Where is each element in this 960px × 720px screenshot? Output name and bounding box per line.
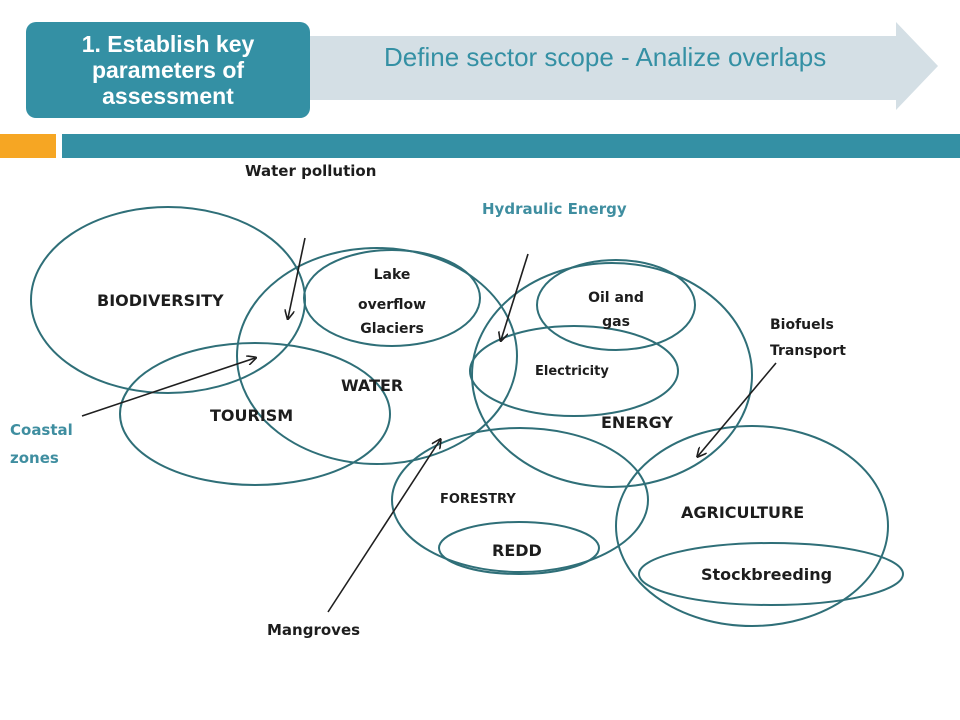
coastal-zones-annotation: Coastal zones bbox=[10, 416, 73, 472]
lake-label-line-1: Lake bbox=[373, 267, 411, 283]
mangroves-arrow bbox=[327, 440, 440, 613]
lake-label-line-3: Glaciers bbox=[360, 321, 424, 337]
lake-circle bbox=[303, 249, 481, 347]
tourism-circle bbox=[119, 342, 391, 486]
hydraulic-energy-annotation: Hydraulic Energy bbox=[482, 200, 627, 218]
water-pollution-annotation: Water pollution bbox=[245, 162, 377, 180]
biofuels-annotation: Biofuels Transport bbox=[770, 312, 846, 364]
water-label: WATER bbox=[341, 376, 404, 395]
stockbreeding-label: Stockbreeding bbox=[701, 565, 833, 584]
forestry-circle bbox=[391, 427, 649, 573]
forestry-label: FORESTRY bbox=[440, 492, 516, 507]
step-box: 1. Establish key parameters of assessmen… bbox=[26, 22, 310, 118]
agriculture-circle bbox=[615, 425, 889, 627]
header-arrow-banner bbox=[300, 22, 938, 110]
accent-bar-orange bbox=[0, 134, 56, 158]
oil-gas-label-line-1: Oil and bbox=[588, 290, 644, 306]
biofuels-arrow bbox=[698, 362, 777, 456]
biofuels-line-2: Transport bbox=[770, 343, 846, 359]
biofuels-line-1: Biofuels bbox=[770, 317, 834, 333]
oil-gas-circle bbox=[536, 259, 696, 351]
electricity-circle bbox=[469, 325, 679, 417]
lake-label: Lake overflow Glaciers bbox=[342, 260, 442, 344]
energy-label: ENERGY bbox=[601, 413, 673, 432]
step-label: 1. Establish key parameters of assessmen… bbox=[81, 31, 255, 109]
coastal-zones-line-2: zones bbox=[10, 449, 59, 467]
oil-gas-label: Oil and gas bbox=[566, 286, 666, 334]
energy-circle bbox=[471, 262, 753, 488]
coastal-zones-arrow bbox=[81, 358, 255, 417]
redd-circle bbox=[438, 521, 600, 575]
lake-label-line-2: overflow bbox=[357, 297, 427, 313]
banner-arrow-shape bbox=[300, 22, 938, 110]
banner-title: Define sector scope - Analize overlaps bbox=[384, 42, 827, 72]
redd-label: REDD bbox=[492, 541, 542, 560]
water-pollution-arrow bbox=[288, 237, 306, 318]
mangroves-annotation: Mangroves bbox=[267, 621, 361, 639]
stockbreeding-circle bbox=[638, 542, 904, 606]
coastal-zones-line-1: Coastal bbox=[10, 421, 73, 439]
electricity-label: Electricity bbox=[535, 364, 609, 379]
accent-bar-teal bbox=[62, 134, 960, 158]
biodiversity-label: BIODIVERSITY bbox=[97, 291, 224, 310]
agriculture-label: AGRICULTURE bbox=[681, 503, 805, 522]
hydraulic-energy-arrow bbox=[501, 253, 529, 340]
tourism-label: TOURISM bbox=[210, 406, 294, 425]
oil-gas-label-line-2: gas bbox=[602, 314, 630, 330]
water-circle bbox=[236, 247, 518, 465]
